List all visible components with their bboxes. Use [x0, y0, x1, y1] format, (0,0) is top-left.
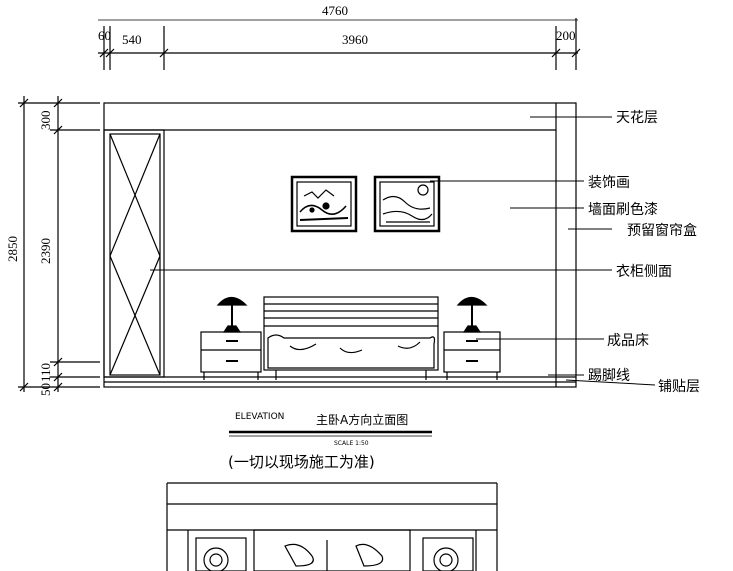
room-outline	[103, 102, 577, 388]
dim-height-total: 2850	[5, 236, 20, 262]
top-dimension-chain	[98, 18, 581, 70]
wardrobe-side	[103, 129, 165, 378]
painting-right	[373, 175, 441, 233]
label-skirting: 踢脚线	[588, 368, 630, 384]
annotation-labels: 天花层 装饰画 墙面刷色漆 预留窗帘盒 衣柜侧面 成品床 踢脚线 铺贴层	[588, 110, 700, 395]
title-elevation: ELEVATION	[235, 412, 284, 422]
title-name: 主卧A方向立面图	[316, 412, 408, 427]
label-tiling: 铺贴层	[658, 379, 700, 395]
dim-seg-mid: 3960	[342, 32, 368, 47]
label-wardrobe-side: 衣柜侧面	[616, 264, 672, 280]
dim-height-mid: 2390	[38, 238, 53, 264]
label-ceiling: 天花层	[616, 110, 658, 126]
left-dimension-chain	[18, 96, 100, 392]
dim-height-top: 300	[38, 111, 53, 131]
plan-view	[166, 482, 498, 571]
title-underline	[229, 430, 432, 437]
leader-lines	[150, 116, 656, 386]
lamp-left	[216, 296, 248, 333]
dim-total-width: 4760	[322, 3, 348, 18]
title-note: (一切以现场施工为准)	[228, 453, 375, 471]
nightstand-left	[200, 331, 262, 380]
dim-seg-right: 200	[556, 28, 576, 43]
dim-seg-left-small: 60	[98, 28, 111, 43]
bed	[263, 296, 439, 380]
lamp-right	[456, 296, 488, 333]
dimension-texts: 4760 60 540 3960 200 2850 2390 300 110 5…	[5, 3, 576, 396]
label-bed: 成品床	[607, 333, 649, 349]
dim-seg-left: 540	[122, 32, 142, 47]
drawing-title: ELEVATION 主卧A方向立面图 SCALE 1:50 (一切以现场施工为准…	[228, 412, 408, 471]
label-painting: 装饰画	[588, 175, 630, 191]
dim-height-bottom-a: 110	[38, 363, 53, 382]
dim-height-bottom-b: 50	[38, 383, 53, 396]
label-wall-paint: 墙面刷色漆	[588, 201, 658, 218]
title-scale: SCALE 1:50	[334, 440, 369, 447]
label-curtain-box: 预留窗帘盒	[627, 222, 697, 239]
painting-left	[290, 175, 358, 233]
